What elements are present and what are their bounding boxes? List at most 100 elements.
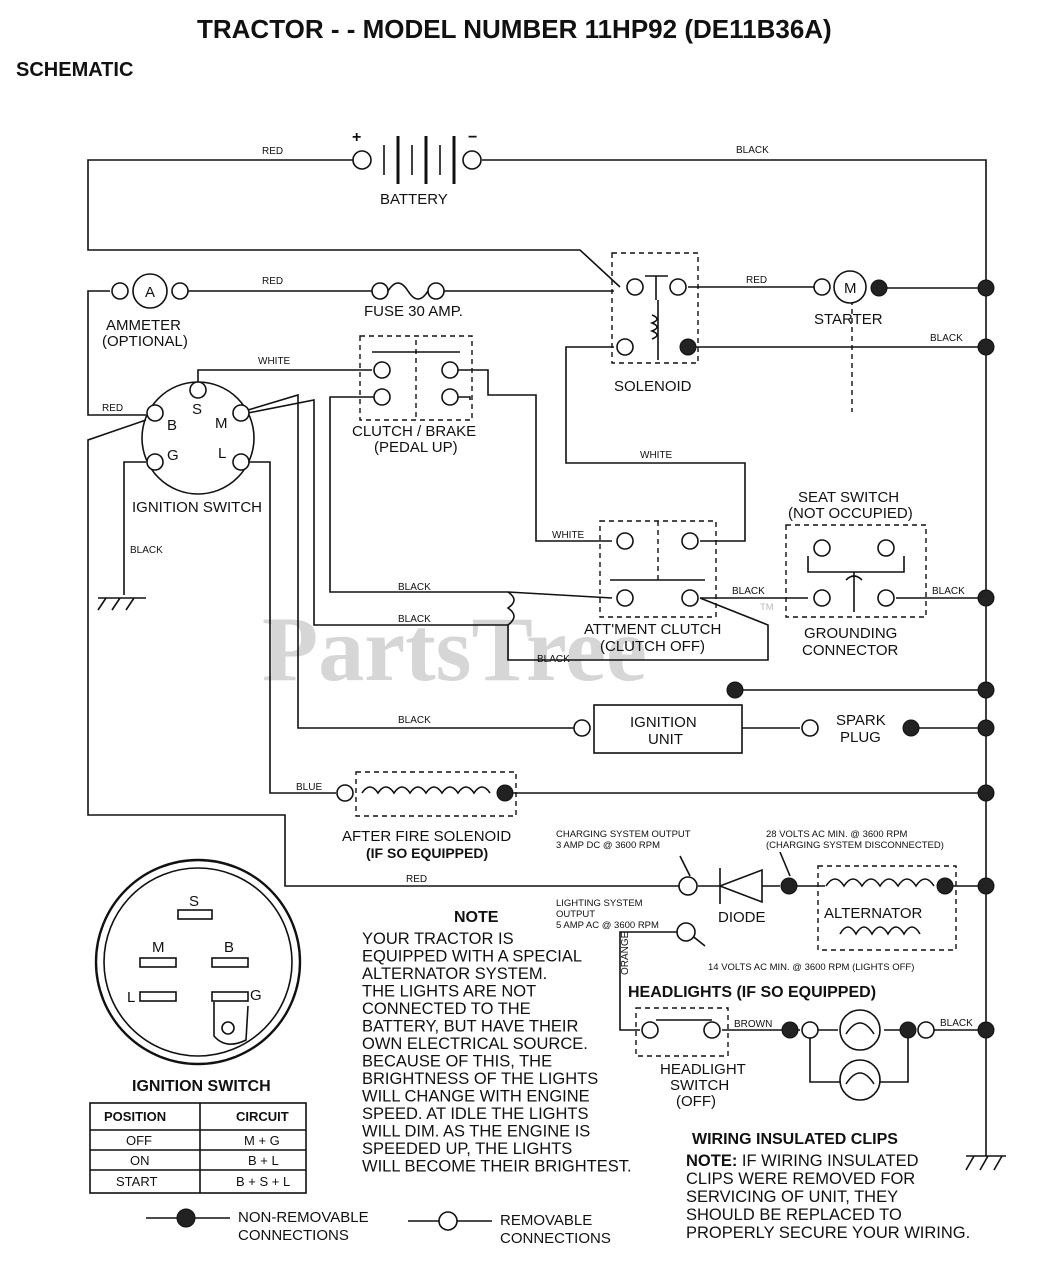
after-fire-solenoid: AFTER FIRE SOLENOID (IF SO EQUIPPED) [336, 771, 517, 861]
wire-labels: RED BLACK RED RED BLACK WHITE RED WHITE … [102, 145, 973, 1030]
wire-blue: BLUE [296, 782, 322, 793]
clips-heading: WIRING INSULATED CLIPS [692, 1131, 898, 1148]
face-pin-l: L [127, 989, 135, 1006]
headlights-label: HEADLIGHTS (IF SO EQUIPPED) [628, 984, 876, 1001]
note-line: YOUR TRACTOR IS [362, 930, 514, 948]
ignition-table: IGNITION SWITCH POSITION CIRCUIT OFF M +… [89, 1078, 307, 1194]
note-line: WILL DIM. AS THE ENGINE IS [362, 1123, 590, 1141]
note-heading: NOTE [454, 909, 499, 926]
spark-plug-label-2: PLUG [840, 729, 881, 746]
battery-label: BATTERY [380, 191, 448, 208]
ammeter: A AMMETER (OPTIONAL) [102, 273, 189, 350]
note-line: WILL BECOME THEIR BRIGHTEST. [362, 1158, 632, 1176]
note-line: EQUIPPED WITH A SPECIAL [362, 948, 582, 966]
note-line: OWN ELECTRICAL SOURCE. [362, 1035, 588, 1053]
clips-note: WIRING INSULATED CLIPS NOTE: IF WIRING I… [686, 1131, 970, 1242]
headlights: HEADLIGHTS (IF SO EQUIPPED) HEADLIGHT SW… [628, 984, 935, 1110]
charging-output-2: 3 AMP DC @ 3600 RPM [556, 840, 660, 851]
note-line: BECAUSE OF THIS, THE [362, 1053, 552, 1071]
clips-line: CLIPS WERE REMOVED FOR [686, 1170, 915, 1188]
seat-switch-label: SEAT SWITCH [798, 489, 899, 506]
grounding-label: GROUNDING [804, 625, 897, 642]
lighting-1: LIGHTING SYSTEM [556, 898, 643, 909]
alternator-label: ALTERNATOR [824, 905, 923, 922]
headlight-switch-label: HEADLIGHT [660, 1061, 746, 1078]
legend: NON-REMOVABLE CONNECTIONS REMOVABLE CONN… [146, 1208, 611, 1247]
page-subtitle: SCHEMATIC [16, 59, 133, 81]
seat-switch-sub: (NOT OCCUPIED) [788, 505, 913, 522]
wire-brown: BROWN [734, 1019, 772, 1030]
face-pin-b: B [224, 939, 234, 956]
starter-label: STARTER [814, 311, 883, 328]
legend-removable-2: CONNECTIONS [500, 1230, 611, 1247]
wire-black-loop: BLACK [537, 654, 570, 665]
pin-g: G [167, 447, 179, 464]
volts-28-1: 28 VOLTS AC MIN. @ 3600 RPM [766, 829, 908, 840]
wire-black-clutch: BLACK [398, 582, 431, 593]
grounding-label-2: CONNECTOR [802, 642, 899, 659]
clutch-brake-label: CLUTCH / BRAKE [352, 423, 476, 440]
pin-s: S [192, 401, 202, 418]
wire-red-diode: RED [406, 874, 427, 885]
wire-black-solenoid: BLACK [930, 333, 963, 344]
clips-line: PROPERLY SECURE YOUR WIRING. [686, 1224, 970, 1242]
legend-nonremovable-2: CONNECTIONS [238, 1227, 349, 1244]
note-line: SPEEDED UP, THE LIGHTS [362, 1140, 572, 1158]
fuse: FUSE 30 AMP. [364, 282, 463, 320]
ignition-unit-label: IGNITION [630, 714, 697, 731]
trademark: TM [760, 602, 774, 613]
table-row-on-pos: ON [130, 1153, 150, 1168]
spec-notes: CHARGING SYSTEM OUTPUT 3 AMP DC @ 3600 R… [556, 829, 944, 973]
volts-28-2: (CHARGING SYSTEM DISCONNECTED) [766, 840, 944, 851]
clutch-brake-switch: CLUTCH / BRAKE (PEDAL UP) [352, 335, 476, 456]
wire-white-solenoid: WHITE [640, 450, 673, 461]
seat-switch: SEAT SWITCH (NOT OCCUPIED) GROUNDING CON… [785, 489, 927, 659]
clips-line-1: NOTE: IF WIRING INSULATED [686, 1152, 919, 1170]
ignition-switch: B S M G L IGNITION SWITCH [132, 381, 262, 516]
attachment-clutch-sub: (CLUTCH OFF) [600, 638, 705, 655]
ignition-unit-label-2: UNIT [648, 731, 683, 748]
bus-connections [977, 279, 995, 1039]
wire-red-starter: RED [746, 275, 767, 286]
wire-black-g: BLACK [130, 545, 163, 556]
lighting-2: OUTPUT [556, 909, 595, 920]
wire-black-ignition: BLACK [398, 715, 431, 726]
wire-red-b: RED [102, 403, 123, 414]
starter-symbol: M [844, 280, 857, 297]
wire-black-headlight: BLACK [940, 1018, 973, 1029]
note-line: ALTERNATOR SYSTEM. [362, 965, 547, 983]
pin-m: M [215, 415, 228, 432]
volts-14: 14 VOLTS AC MIN. @ 3600 RPM (LIGHTS OFF) [708, 962, 914, 973]
legend-nonremovable-1: NON-REMOVABLE [238, 1209, 369, 1226]
wire-white-s: WHITE [258, 356, 291, 367]
clutch-brake-sub: (PEDAL UP) [374, 439, 458, 456]
table-row-off-circ: M + G [244, 1133, 280, 1148]
wire-black-battery: BLACK [736, 145, 769, 156]
alternator: ALTERNATOR [676, 865, 957, 951]
table-row-off-pos: OFF [126, 1133, 152, 1148]
ignition-unit: IGNITION UNIT [573, 681, 744, 754]
face-pin-s: S [189, 893, 199, 910]
pin-b: B [167, 417, 177, 434]
face-pin-m: M [152, 939, 165, 956]
pin-l: L [218, 445, 226, 462]
note-line: THE LIGHTS ARE NOT [362, 983, 536, 1001]
wire-red-battery: RED [262, 146, 283, 157]
wire-black-m: BLACK [398, 614, 431, 625]
wires [87, 159, 1006, 1171]
starter: M STARTER [813, 270, 888, 328]
legend-removable-1: REMOVABLE [500, 1212, 592, 1229]
clips-line: SERVICING OF UNIT, THEY [686, 1188, 898, 1206]
spark-plug-label: SPARK [836, 712, 886, 729]
charging-output-1: CHARGING SYSTEM OUTPUT [556, 829, 691, 840]
wire-black-seat: BLACK [932, 586, 965, 597]
solenoid-label: SOLENOID [614, 378, 692, 395]
ignition-switch-face: S M B L G [94, 858, 302, 1066]
table-row-start-circ: B + S + L [236, 1174, 290, 1189]
page-title: TRACTOR - - MODEL NUMBER 11HP92 (DE11B36… [197, 14, 832, 44]
ignition-table-title: IGNITION SWITCH [132, 1078, 271, 1095]
headlight-switch-label-2: SWITCH [670, 1077, 729, 1094]
solenoid: SOLENOID [611, 252, 699, 395]
table-row-start-pos: START [116, 1174, 157, 1189]
